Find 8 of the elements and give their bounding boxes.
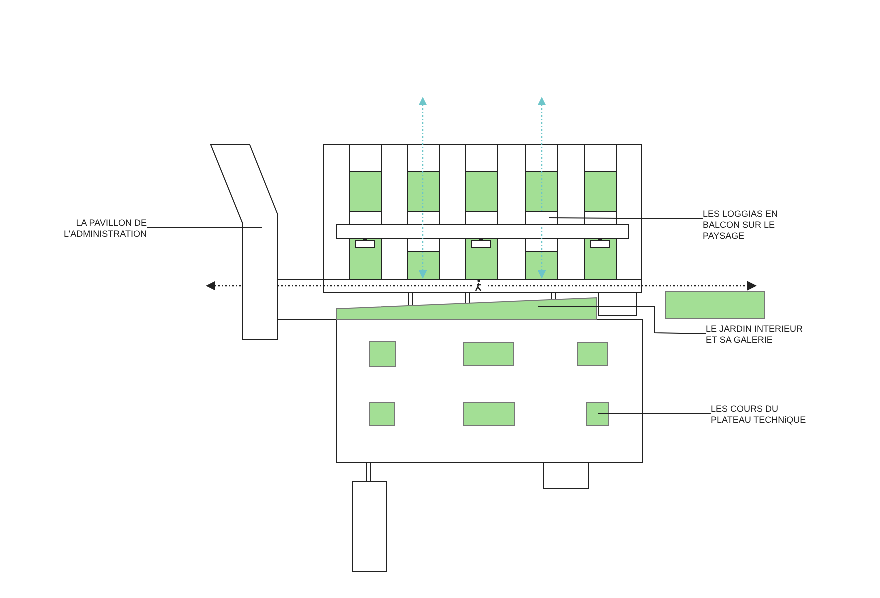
callout-label: LA PAVILLON DE L'ADMINISTRATION [40, 218, 147, 240]
callout-label: LES COURS DU PLATEAU TECHNiQUE [711, 404, 821, 426]
courtyard [586, 402, 610, 426]
leader-line [548, 218, 704, 220]
callout-label: LE JARDIN INTERIEUR ET SA GALERIE [706, 324, 806, 346]
callout-label: LES LOGGIAS EN BALCON SUR LE PAYSAGE [703, 209, 815, 242]
pavilion-building [210, 144, 278, 340]
leader-line [538, 306, 706, 334]
